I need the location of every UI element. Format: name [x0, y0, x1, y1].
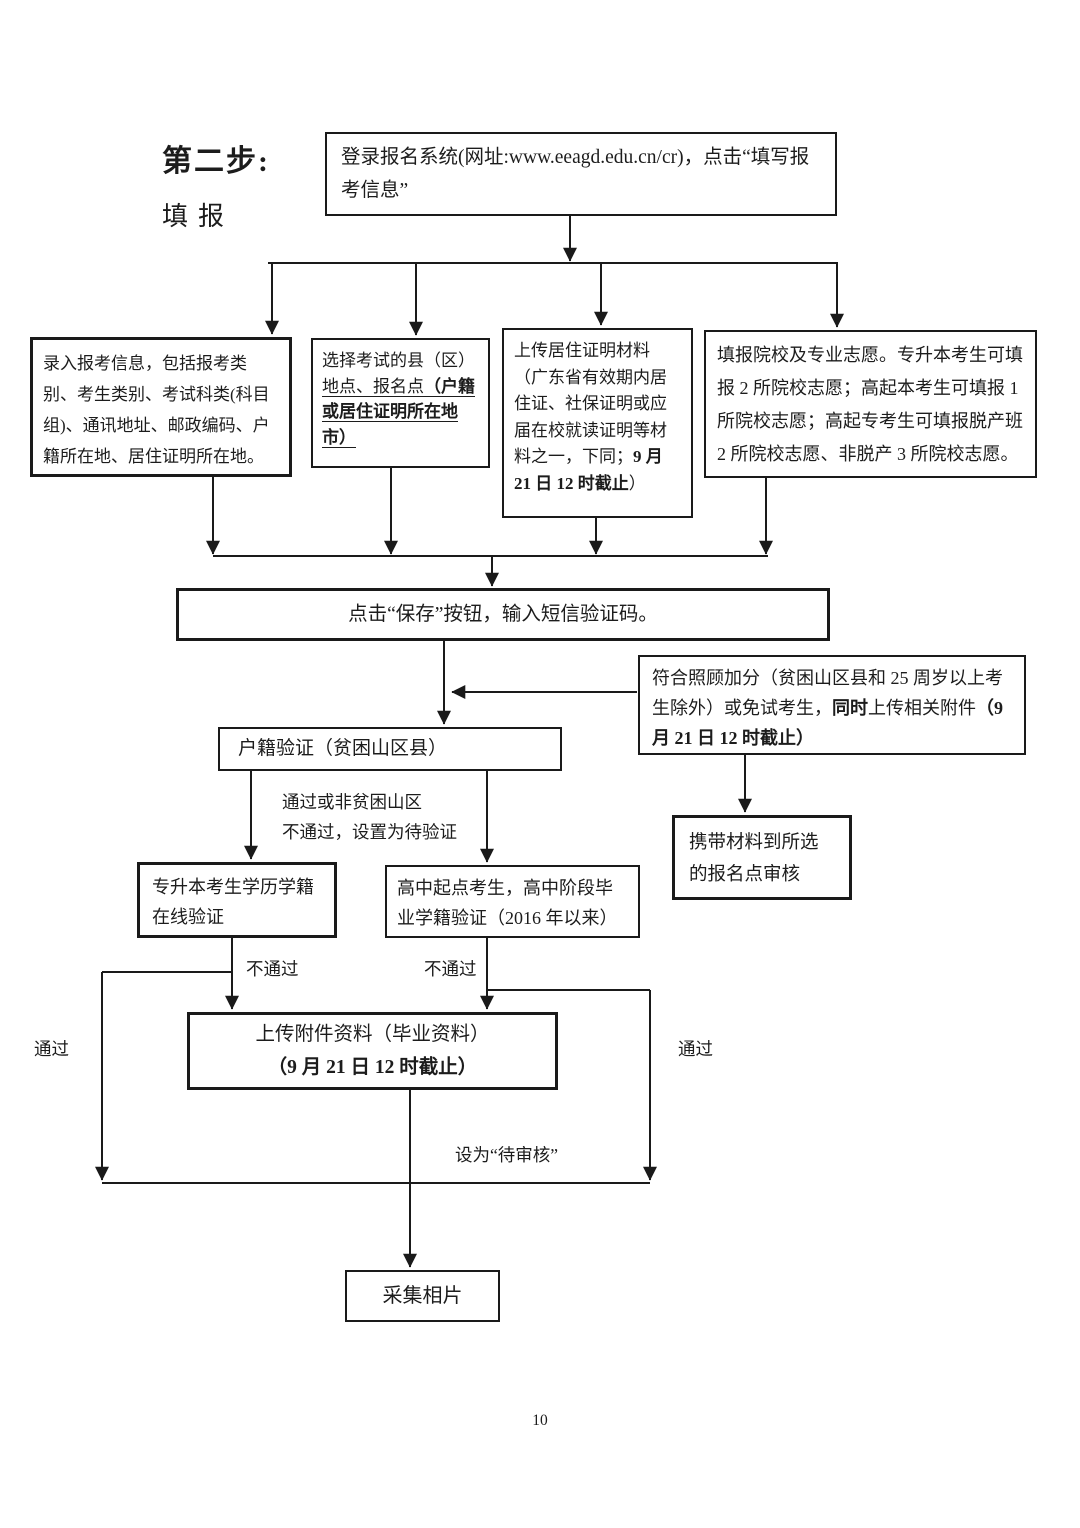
flow-box-zsb-check: 专升本考生学历学籍在线验证 [137, 862, 337, 938]
flow-box-enter-info: 录入报考信息，包括报考类别、考生类别、考试科类(科目组)、通讯地址、邮政编码、户… [30, 337, 292, 477]
label-pass-right: 通过 [678, 1039, 713, 1059]
bonus-mid: 上传相关附件 [868, 698, 976, 718]
bonus-deadline: （9 月 21 日 12 时截止） [652, 698, 1003, 748]
gqd-check-text: 高中起点考生，高中阶段毕业学籍验证（2016 年以来） [397, 878, 618, 928]
bonus-bold-mid: 同时 [832, 698, 868, 718]
upload-attachment-line1: 上传附件资料（毕业资料） [255, 1024, 490, 1045]
step-title: 第二步: [162, 145, 270, 178]
upload-residence-close: ） [628, 473, 646, 493]
page-number: 10 [532, 1412, 548, 1429]
upload-attachment-lines: 上传附件资料（毕业资料） （9 月 21 日 12 时截止） [255, 1018, 489, 1084]
flow-box-photo: 采集相片 [345, 1270, 500, 1322]
upload-attachment-deadline: （9 月 21 日 12 时截止） [267, 1057, 478, 1078]
select-site-normal: 选择考试的县（区） [322, 351, 475, 370]
household-check-text: 户籍验证（贫困山区县） [238, 738, 448, 759]
flow-box-gqd-check: 高中起点考生，高中阶段毕业学籍验证（2016 年以来） [385, 865, 640, 938]
label-set-pending: 设为“待审核” [455, 1145, 559, 1165]
flow-box-login: 登录报名系统(网址:www.eeagd.edu.cn/cr)，点击“填写报考信息… [325, 132, 837, 216]
flow-box-save: 点击“保存”按钮，输入短信验证码。 [176, 588, 830, 641]
label-fail-left: 不通过 [246, 959, 299, 979]
bonus-text: 符合照顾加分（贫困山区县和 25 周岁以上考生除外）或免试考生， [652, 668, 1003, 718]
upload-residence-deadline: 9 月 21 日 12 时截止 [514, 447, 663, 493]
enter-info-text: 录入报考信息，包括报考类别、考生类别、考试科类(科目组)、通讯地址、邮政编码、户… [43, 354, 270, 466]
flow-box-upload-attachment: 上传附件资料（毕业资料） （9 月 21 日 12 时截止） [187, 1012, 558, 1090]
select-site-bold: （户籍或居住证明所在地市） [322, 376, 475, 447]
zsb-check-text: 专升本考生学历学籍在线验证 [152, 877, 314, 927]
flow-box-fill-preferences: 填报院校及专业志愿。专升本考生可填报 2 所院校志愿；高起本考生可填报 1 所院… [704, 330, 1037, 478]
label-fail-right: 不通过 [424, 959, 477, 979]
flow-box-upload-residence: 上传居住证明材料（广东省有效期内居住证、社保证明或应届在校就读证明等材料之一，下… [502, 328, 693, 518]
bring-materials-text: 携带材料到所选的报名点审核 [689, 833, 819, 885]
select-site-underlined: 地点、报名点 [322, 376, 424, 396]
flow-box-bring-materials: 携带材料到所选的报名点审核 [672, 815, 852, 900]
upload-residence-text: 上传居住证明材料（广东省有效期内居住证、社保证明或应届在校就读证明等材料之一，下… [514, 341, 667, 466]
label-household-fail: 不通过，设置为待验证 [282, 822, 457, 842]
login-text: 登录报名系统(网址:www.eeagd.edu.cn/cr)，点击“填写报考信息… [341, 147, 810, 201]
flow-box-select-site: 选择考试的县（区） 地点、报名点（户籍或居住证明所在地市） [311, 338, 490, 468]
photo-text: 采集相片 [382, 1285, 463, 1307]
fill-preferences-text: 填报院校及专业志愿。专升本考生可填报 2 所院校志愿；高起本考生可填报 1 所院… [717, 345, 1023, 464]
label-pass-left: 通过 [34, 1039, 69, 1059]
save-text: 点击“保存”按钮，输入短信验证码。 [348, 603, 658, 625]
flow-box-bonus: 符合照顾加分（贫困山区县和 25 周岁以上考生除外）或免试考生，同时上传相关附件… [638, 655, 1026, 755]
flow-box-household-check: 户籍验证（贫困山区县） [218, 727, 562, 771]
step-subtitle: 填报 [162, 202, 235, 231]
label-household-pass: 通过或非贫困山区 [282, 792, 422, 812]
